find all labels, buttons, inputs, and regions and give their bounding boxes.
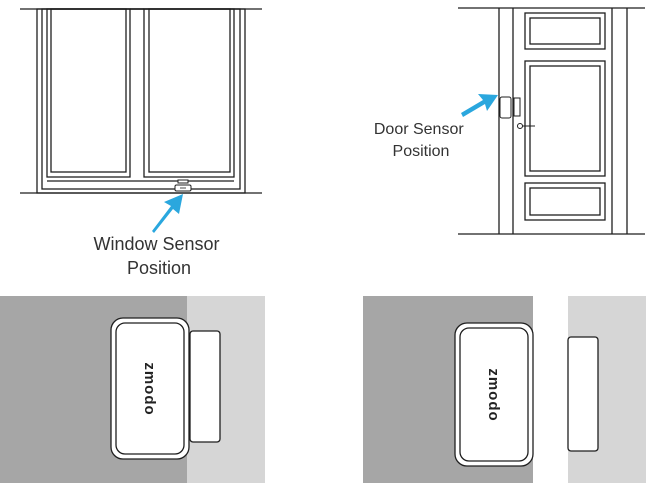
door-sensor-closeup: zmodo — [363, 296, 646, 483]
window-caption-line2: Position — [127, 258, 191, 278]
door-illustration — [458, 8, 645, 234]
door-caption-line2: Position — [393, 143, 450, 160]
window-caption-line1: Window Sensor — [93, 234, 219, 254]
window-arrow-icon — [152, 194, 183, 233]
window-illustration — [20, 9, 262, 193]
sensor-brand-logo: zmodo — [141, 362, 158, 415]
window-sensor-closeup: zmodo — [0, 296, 265, 483]
door-caption-line1: Door Sensor — [374, 121, 464, 138]
door-caption: Door Sensor Position — [374, 121, 468, 160]
door-arrow-icon — [461, 94, 498, 117]
window-caption: Window Sensor Position — [93, 234, 224, 278]
sensor-brand-logo: zmodo — [485, 368, 502, 421]
